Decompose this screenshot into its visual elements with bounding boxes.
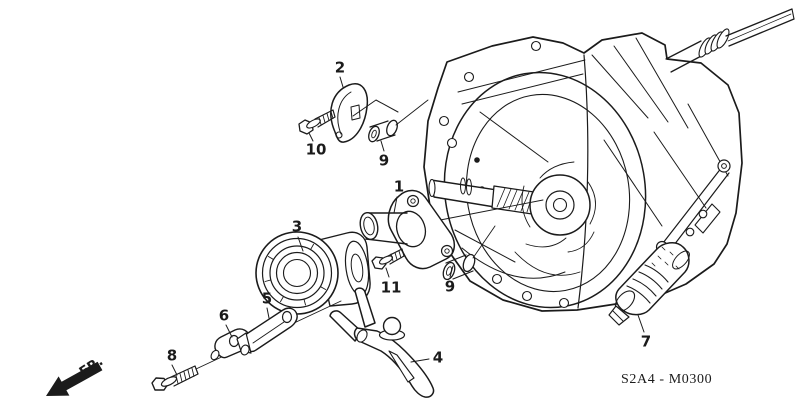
callout-part-2: 2 bbox=[334, 58, 346, 77]
shift-linkage-drawing bbox=[655, 159, 731, 254]
callout-part-5: 5 bbox=[261, 289, 273, 308]
callout-part-6: 6 bbox=[218, 306, 230, 325]
callout-part-4: 4 bbox=[432, 348, 444, 367]
transmission-housing-drawing bbox=[423, 32, 743, 312]
output-shaft-drawing bbox=[665, 8, 795, 73]
fr-direction-indicator: FR. bbox=[46, 353, 106, 396]
callout-part-3: 3 bbox=[291, 217, 303, 236]
diagram-code: S2A4 - M0300 bbox=[621, 372, 713, 387]
cover-plate-drawing bbox=[330, 83, 399, 143]
callout-part-8: 8 bbox=[166, 346, 178, 365]
fr-arrow-icon bbox=[46, 361, 103, 396]
callout-part-1: 1 bbox=[393, 177, 405, 196]
callout-part-7: 7 bbox=[640, 332, 652, 351]
clutch-hub-drawing bbox=[514, 161, 596, 276]
callout-part-11: 11 bbox=[380, 278, 402, 297]
mounting-bolt-11-drawing bbox=[371, 248, 405, 270]
dowel-pin-9a-drawing bbox=[368, 99, 429, 143]
mounting-bolt-10-drawing bbox=[298, 109, 336, 135]
bearing-guide-drawing bbox=[359, 189, 544, 270]
release-fork-boot-drawing bbox=[608, 242, 690, 326]
dowel-pin-9b-drawing bbox=[442, 225, 496, 281]
callout-part-9-upper: 9 bbox=[378, 151, 390, 170]
release-lever-drawing bbox=[236, 307, 298, 356]
callout-part-10: 10 bbox=[305, 140, 327, 159]
callout-leader-lines bbox=[171, 76, 645, 376]
release-fork-drawing bbox=[329, 287, 435, 398]
callout-part-9-lower: 9 bbox=[444, 277, 456, 296]
release-bearing-drawing bbox=[255, 231, 371, 315]
pivot-bolt-8-drawing bbox=[151, 300, 342, 391]
